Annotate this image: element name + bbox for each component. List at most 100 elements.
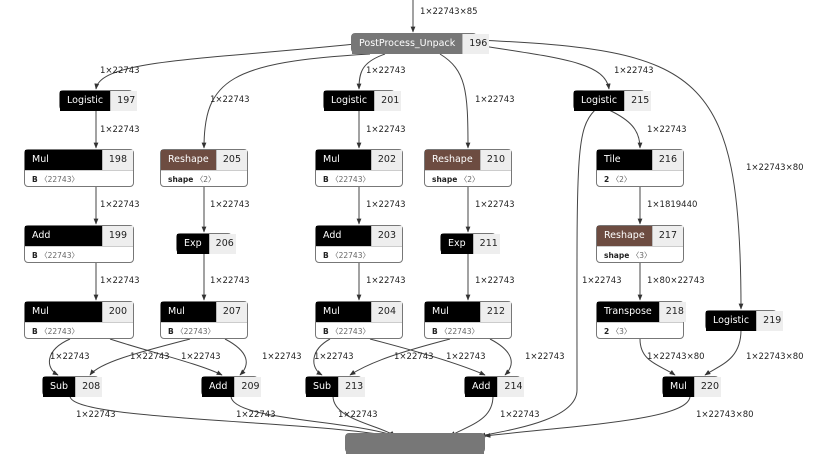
output-node[interactable]: [345, 433, 485, 454]
node-op-label: Mul: [316, 150, 371, 170]
attribute-value: 〈22743〉: [328, 251, 370, 260]
attribute-name: shape: [432, 175, 458, 184]
node-op-label: Mul: [316, 302, 371, 322]
edge-label: 1×22743: [100, 125, 140, 135]
node-op-label: Reshape: [597, 226, 652, 246]
edge-label: 1×22743: [647, 125, 687, 135]
attribute-value: 〈22743〉: [37, 251, 79, 260]
node-id-label: 208: [75, 377, 103, 397]
edge-e196_219: [476, 39, 744, 310]
attribute-name: 2: [604, 175, 610, 184]
edge-label: 1×22743: [210, 95, 250, 105]
attribute-value: 〈22743〉: [173, 327, 215, 336]
node-op-label: Logistic: [324, 91, 375, 111]
edge-e215_216: [608, 109, 643, 149]
edge-label: 1×22743: [446, 352, 486, 362]
edge-label: 1×22743: [262, 352, 302, 362]
edge-label: 1×22743: [314, 352, 354, 362]
edge-label: 1×22743×85: [420, 7, 478, 17]
edge-e219_220: [704, 329, 742, 376]
edge-label: 1×22743: [366, 276, 406, 286]
node-op-label: Reshape: [425, 150, 480, 170]
node-id-label: 215: [624, 91, 652, 111]
edge-label: 1×22743×80: [746, 163, 804, 173]
node-attribute: B 〈22743〉: [316, 246, 402, 265]
attribute-value: 〈2〉: [193, 175, 216, 184]
node-attribute: shape 〈2〉: [425, 170, 511, 189]
attribute-name: B: [32, 327, 38, 336]
node-op-label: Mul: [663, 377, 694, 397]
node-op-label: Sub: [43, 377, 76, 397]
edge-label: 1×22743: [236, 410, 276, 420]
edge-label: 1×22743: [210, 200, 250, 210]
edge-label: 1×22743: [500, 410, 540, 420]
edge-label: 1×22743: [100, 66, 140, 76]
graph-canvas: 1×22743×85 1×22743 1×22743 1×22743 1×22743 1×…: [48, 0, 804, 438]
attribute-value: 〈22743〉: [37, 175, 79, 184]
node-id-label: 220: [693, 377, 721, 397]
attribute-value: 〈22743〉: [328, 175, 370, 184]
edge-label: 1×22743×80: [746, 352, 804, 362]
edge-e220_out: [484, 395, 691, 438]
attribute-name: shape: [604, 251, 630, 260]
node-id-label: 210: [479, 150, 511, 170]
attribute-name: shape: [168, 175, 194, 184]
node-id-label: 201: [374, 91, 402, 111]
node-id-label: 209: [234, 377, 262, 397]
node-id-label: 216: [651, 150, 683, 170]
edge-e214_out: [449, 395, 494, 437]
edge-label: 1×22743: [100, 276, 140, 286]
node-id-label: 196: [462, 34, 490, 54]
attribute-name: 2: [604, 327, 610, 336]
attribute-value: 〈22743〉: [328, 327, 370, 336]
edge-e212_214: [489, 338, 512, 376]
attribute-value: 〈3〉: [609, 327, 632, 336]
edge-label: 1×22743×80: [647, 352, 705, 362]
edge-e209_out: [230, 395, 396, 437]
edge-label: 1×22743: [394, 352, 434, 362]
attribute-name: B: [432, 327, 438, 336]
node-attribute: B 〈22743〉: [25, 246, 133, 265]
edge-e215_out: [479, 109, 596, 438]
attribute-name: B: [168, 327, 174, 336]
node-id-label: 219: [756, 311, 784, 331]
node-id-label: 198: [101, 150, 133, 170]
node-id-label: 214: [497, 377, 525, 397]
attribute-value: 〈3〉: [629, 251, 652, 260]
node-op-label: Add: [316, 226, 371, 246]
node-op-label: Transpose: [597, 302, 659, 322]
node-id-label: 205: [215, 150, 247, 170]
edge-label: 1×80×22743: [647, 276, 705, 286]
node-id-label: 213: [338, 377, 366, 397]
edge-label: 1×22743: [475, 276, 515, 286]
node-op-label: PostProcess_Unpack: [352, 34, 463, 54]
edge-label: 1×22743: [76, 410, 116, 420]
node-id-label: 204: [370, 302, 402, 322]
node-op-label: Tile: [597, 150, 652, 170]
